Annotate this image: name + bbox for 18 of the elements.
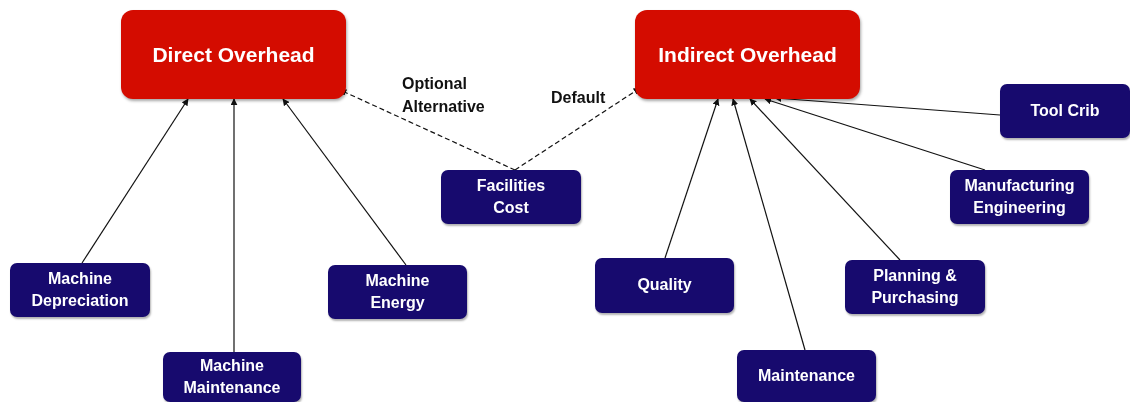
cost-box: Quality [595,258,734,313]
cost-box: Planning & Purchasing [845,260,985,314]
cost-box: Facilities Cost [441,170,581,224]
arrow [81,98,189,264]
category-box: Direct Overhead [121,10,346,99]
cost-box: Machine Depreciation [10,263,150,317]
cost-box: Machine Maintenance [163,352,301,402]
arrow [282,98,407,266]
cost-box: Maintenance [737,350,876,402]
cost-box: Machine Energy [328,265,467,319]
arrow [664,98,720,259]
arrow [230,98,238,353]
arrow [731,98,806,351]
category-box: Indirect Overhead [635,10,860,99]
arrow [749,98,901,261]
cost-box: Tool Crib [1000,84,1130,138]
cost-box: Manufacturing Engineering [950,170,1089,224]
arrow [764,97,986,171]
